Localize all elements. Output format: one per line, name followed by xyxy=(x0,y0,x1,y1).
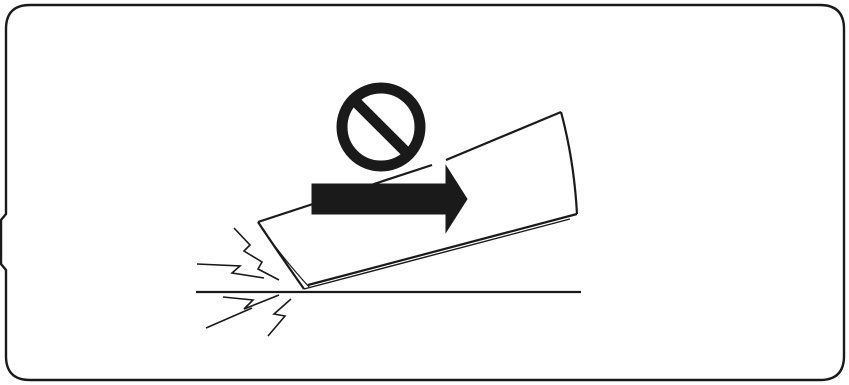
prohibition-icon xyxy=(342,88,420,166)
arrow-right-icon xyxy=(312,166,467,232)
impact-sparks-icon xyxy=(197,228,291,336)
